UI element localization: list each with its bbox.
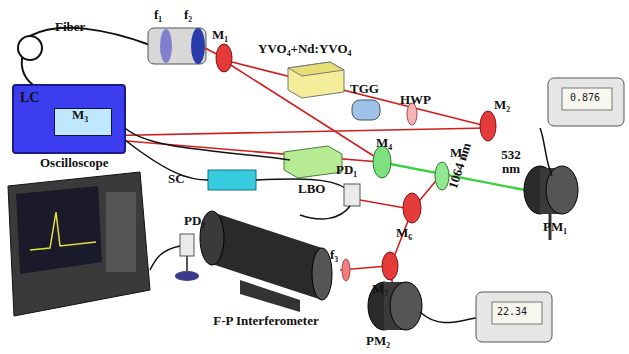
- laser-controller-box: LC: [12, 84, 126, 154]
- meter-reading: 0.876: [570, 93, 600, 104]
- part-label: HWP: [400, 93, 431, 107]
- part-label: f₂: [184, 8, 192, 22]
- part-label: M₁: [212, 28, 228, 42]
- part-label: Fiber: [55, 20, 85, 34]
- part-label: f₃: [330, 248, 338, 262]
- part-label: f₁: [154, 8, 162, 22]
- node-label: LC: [20, 90, 118, 106]
- part-label: F-P Interferometer: [206, 314, 326, 328]
- part-label: TGG: [350, 82, 379, 96]
- part-label: M₃: [72, 108, 88, 122]
- part-label: M₄: [376, 136, 392, 150]
- part-label: PD₁: [336, 163, 357, 177]
- part-label: M₇: [372, 282, 388, 296]
- part-label: M₂: [494, 98, 510, 112]
- part-label: 532 nm: [496, 148, 526, 175]
- part-label: PM₁: [543, 220, 567, 234]
- part-label: SC: [168, 172, 185, 186]
- part-label: Oscilloscope: [40, 156, 109, 170]
- part-label: PM₂: [366, 334, 390, 348]
- meter-reading: 22.34: [497, 307, 527, 318]
- part-label: YVO₄+Nd:YVO₄: [258, 42, 351, 56]
- part-label: PD₂: [184, 214, 205, 228]
- part-label: LBO: [298, 182, 325, 196]
- part-label: M₆: [396, 226, 412, 240]
